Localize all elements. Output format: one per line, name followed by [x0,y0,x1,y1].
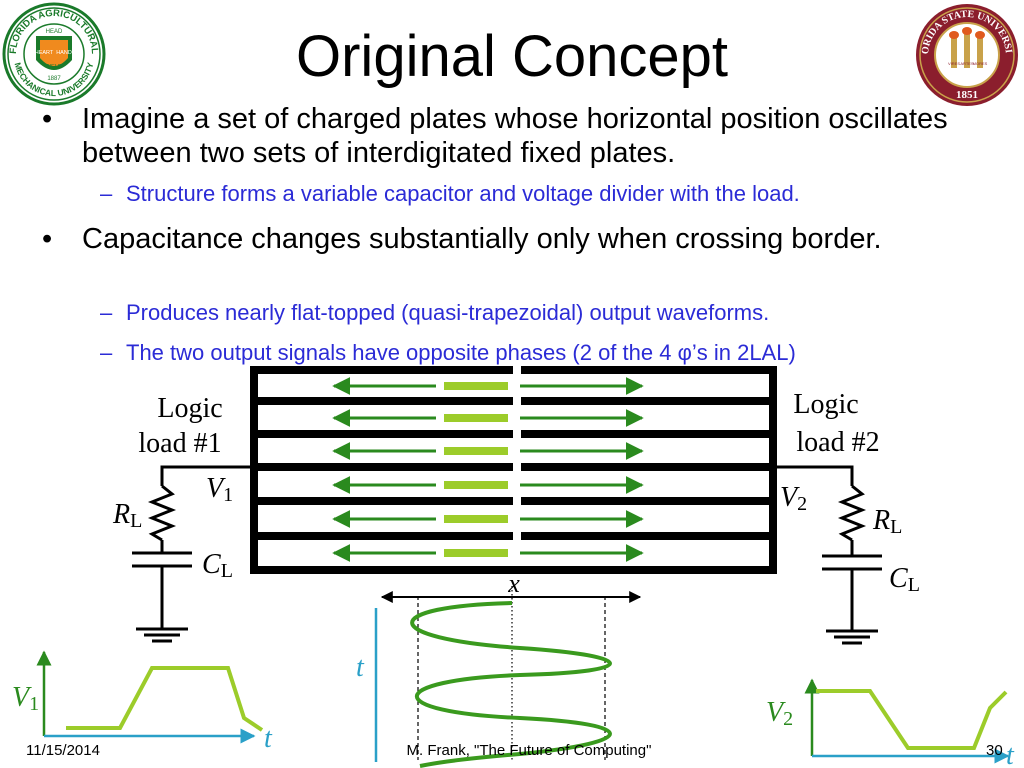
left-load-circuit [132,465,250,643]
cl-right-label: CL [889,563,920,596]
sub-bullet-mark: – [100,340,113,365]
bullet-mark: • [42,103,53,135]
famu-year: 1887 [47,76,61,82]
rl-right-label: RL [872,505,902,538]
famu-word-field: FIELD [46,64,62,70]
sub-bullet-1-1-text: Structure forms a variable capacitor and… [126,181,800,206]
right-load-circuit [777,465,882,645]
fsu-word-artes: ARTES [960,61,974,66]
footer-page-number: 30 [986,742,1003,759]
bullet-2: • Capacitance changes substantially only… [42,222,942,256]
left-load-line1: Logic [157,393,222,424]
famu-word-heart: HEART [35,50,54,56]
famu-word-hand: HAND [56,50,72,56]
fsu-year: 1851 [956,89,978,101]
sub-bullet-mark: – [100,300,113,325]
bullet-1: • Imagine a set of charged plates whose … [42,102,982,170]
v1-waveform [66,666,264,732]
v1-label: V1 [206,473,233,506]
v2-label: V2 [780,482,807,515]
bullet-2-text: Capacitance changes substantially only w… [82,223,882,255]
left-load-line2: load #1 [138,428,221,459]
sub-bullet-2-2: – The two output signals have opposite p… [100,340,1006,366]
moving-plates [332,377,644,562]
cl-left-label: CL [202,549,233,582]
footer-title: M. Frank, "The Future of Computing" [406,742,652,759]
t-axis-label: t [356,652,365,683]
sub-bullet-2-1-text: Produces nearly flat-topped (quasi-trape… [126,300,770,325]
sub-bullet-2-1: – Produces nearly flat-topped (quasi-tra… [100,300,1006,326]
v1-graph-label: V1 [12,682,39,715]
fsu-word-vires: VIRES [948,61,960,66]
bullet-mark: • [42,223,53,255]
right-load-line2: load #2 [796,427,879,458]
sub-bullet-1-1: – Structure forms a variable capacitor a… [100,181,1006,207]
famu-seal-logo: FLORIDA AGRICULTURAL MECHANICAL UNIVERSI… [2,2,106,106]
sub-bullet-mark: – [100,181,113,206]
footer-date: 11/15/2014 [26,742,100,759]
famu-word-head: HEAD [46,29,63,35]
v1-graph-t-label: t [264,723,273,754]
oscillation-curve [410,601,612,768]
rl-left-label: RL [112,499,142,532]
sub-bullet-2-2-text: The two output signals have opposite pha… [126,340,796,365]
fsu-seal-logo: FLORIDA STATE UNIVERSITY VIRES ARTES MOR… [914,2,1018,106]
right-load-line1: Logic [793,389,858,420]
v2-waveform [816,689,1008,750]
fsu-word-mores: MORES [973,61,988,66]
v2-graph-label: V2 [766,697,793,730]
x-axis-label: x [507,569,520,598]
fixed-plates [250,366,777,574]
bullet-1-text: Imagine a set of charged plates whose ho… [82,103,948,169]
slide-title: Original Concept [296,24,728,89]
v2-graph-t-label: t [1006,740,1015,768]
